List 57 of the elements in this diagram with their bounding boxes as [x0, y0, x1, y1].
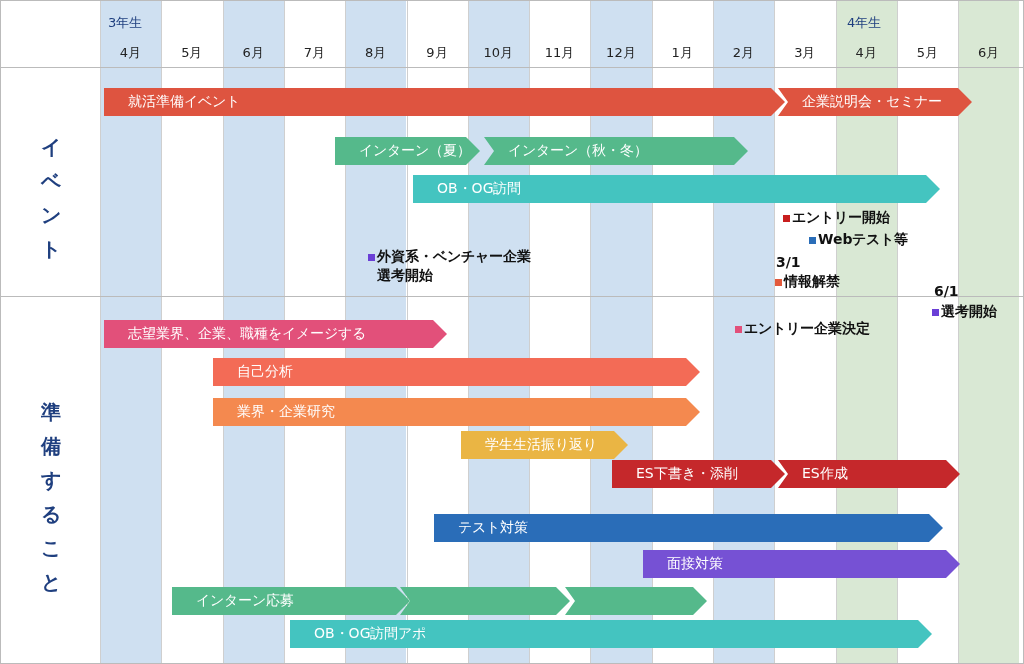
- bar-label: インターン応募: [195, 592, 294, 610]
- month-label: 12月: [605, 44, 637, 62]
- month-label: 4月: [854, 44, 878, 62]
- bar-label: 学生生活振り返り: [484, 436, 597, 454]
- month-label: 5月: [915, 44, 940, 62]
- section-heading: イベント: [40, 134, 62, 263]
- arrow-bar: [461, 431, 628, 459]
- month-label: 6月: [977, 44, 1001, 62]
- arrow-bar: [213, 358, 700, 386]
- bar-label: OB・OG訪問アポ: [313, 625, 427, 643]
- arrow-bar: [213, 398, 700, 426]
- month-label: 8月: [364, 44, 388, 62]
- bar-label: 面接対策: [666, 555, 723, 573]
- arrow-bar: [400, 587, 570, 615]
- milestone-label: 選考開始: [941, 302, 997, 321]
- arrow-bar: [565, 587, 707, 615]
- milestone-label: 外資系・ベンチャー企業選考開始: [377, 247, 532, 285]
- milestone-label: 情報解禁: [784, 272, 840, 291]
- bar-label: テスト対策: [457, 519, 528, 537]
- arrow-bar: [172, 587, 410, 615]
- arrow-bar: [413, 175, 940, 203]
- bar-label: 自己分析: [236, 363, 293, 381]
- arrow-bar: [104, 88, 785, 116]
- date-label: 6/1: [934, 282, 959, 301]
- bar-label: 業界・企業研究: [236, 403, 335, 421]
- milestone-label: エントリー企業決定: [744, 319, 870, 338]
- bar-label: 就活準備イベント: [127, 93, 240, 111]
- month-label: 9月: [425, 44, 449, 62]
- month-label: 5月: [180, 44, 204, 62]
- month-label: 1月: [670, 44, 694, 62]
- month-label: 10月: [482, 44, 515, 62]
- month-label: 2月: [731, 44, 756, 62]
- month-label: 11月: [543, 44, 576, 62]
- month-label: 3月: [793, 44, 817, 62]
- grade-label: 4年生: [847, 14, 882, 32]
- date-label: 3/1: [776, 253, 801, 272]
- bar-label: インターン（秋・冬）: [507, 142, 648, 160]
- arrow-bar: [778, 88, 972, 116]
- bar-label: ES下書き・添削: [635, 465, 738, 483]
- milestone-label: Webテスト等: [818, 230, 909, 249]
- grade-label: 3年生: [108, 14, 143, 32]
- arrow-bar: [778, 460, 960, 488]
- month-label: 4月: [118, 44, 143, 62]
- arrow-bar: [612, 460, 785, 488]
- bar-label: インターン（夏）: [358, 142, 471, 160]
- arrow-bar: [335, 137, 480, 165]
- bar-label: ES作成: [801, 465, 848, 483]
- month-label: 7月: [302, 44, 327, 62]
- bar-label: OB・OG訪問: [436, 180, 522, 198]
- arrow-bar: [104, 320, 447, 348]
- month-label: 6月: [241, 44, 265, 62]
- bar-label: 志望業界、企業、職種をイメージする: [127, 325, 366, 343]
- arrow-bar: [290, 620, 932, 648]
- section-heading: 準備すること: [40, 399, 62, 596]
- arrow-bar: [643, 550, 960, 578]
- arrow-bar: [434, 514, 943, 542]
- bar-label: 企業説明会・セミナー: [801, 93, 942, 111]
